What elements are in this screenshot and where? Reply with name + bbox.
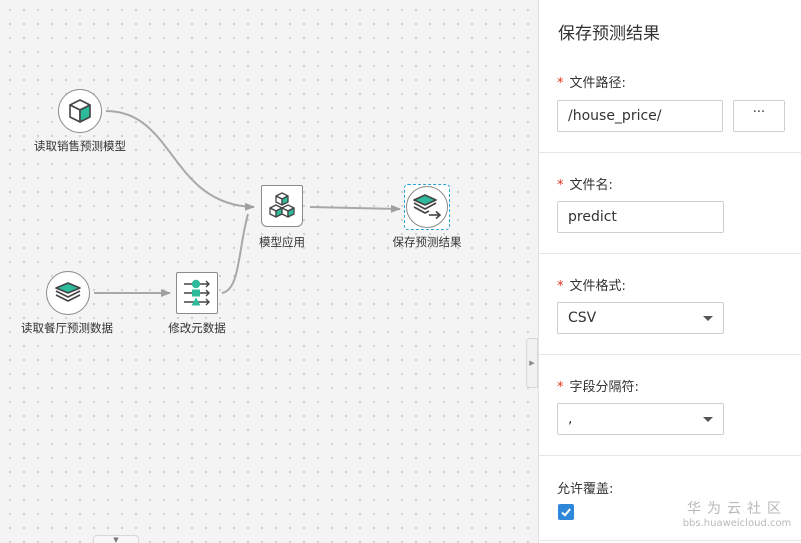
layers-export-icon: [413, 194, 442, 220]
required-mark: *: [557, 76, 564, 91]
node-save-prediction-icon-box[interactable]: [404, 184, 450, 230]
node-read-sales-model-label: 读取销售预测模型: [34, 139, 126, 153]
edge-sales-model-to-model-apply[interactable]: [105, 110, 255, 211]
file-format-select[interactable]: CSV: [557, 302, 724, 334]
check-icon: [561, 508, 571, 517]
cube-icon: [69, 99, 91, 123]
file-format-value: CSV: [568, 310, 597, 326]
bottom-panel-toggle[interactable]: ▼: [93, 535, 139, 543]
cubes-icon: [269, 192, 295, 218]
divider: [539, 455, 801, 456]
watermark-title: 华为云社区: [687, 501, 787, 517]
properties-panel: 保存预测结果 * 文件路径: /house_price/ ··· * 文件名: pr…: [538, 0, 801, 543]
node-modify-metadata-icon-box[interactable]: [176, 272, 218, 314]
node-modify-metadata-label: 修改元数据: [168, 321, 226, 335]
overwrite-checkbox[interactable]: [558, 504, 574, 520]
workflow-canvas[interactable]: 读取销售预测模型 读取餐厅预测数据: [0, 0, 529, 543]
required-mark: *: [557, 279, 564, 294]
delimiter-label: * 字段分隔符:: [557, 376, 639, 395]
delimiter-value: ,: [568, 411, 573, 427]
file-name-label: * 文件名:: [557, 174, 613, 193]
node-model-apply-icon-box[interactable]: [261, 185, 303, 227]
panel-title: 保存预测结果: [558, 24, 660, 44]
divider: [539, 253, 801, 254]
node-model-apply-label: 模型应用: [259, 235, 305, 249]
required-mark: *: [557, 380, 564, 395]
panel-collapse-handle[interactable]: ▶: [526, 338, 538, 388]
edge-model-apply-to-save[interactable]: [309, 204, 401, 213]
node-read-sales-model-icon-box[interactable]: [58, 89, 102, 133]
delimiter-select[interactable]: ,: [557, 403, 724, 435]
file-path-label-text: 文件路径:: [569, 76, 626, 91]
caret-down-icon: ▼: [113, 536, 119, 543]
delimiter-label-text: 字段分隔符:: [569, 380, 639, 395]
caret-right-icon: ▶: [529, 359, 535, 367]
layers-icon: [55, 282, 81, 302]
file-format-label: * 文件格式:: [557, 275, 626, 294]
edge-metadata-to-model-apply[interactable]: [221, 213, 249, 294]
node-read-restaurant-data-label: 读取餐厅预测数据: [21, 321, 113, 335]
file-path-input[interactable]: /house_price/: [557, 100, 723, 132]
metadata-shapes-icon: [184, 279, 210, 306]
file-format-label-text: 文件格式:: [569, 279, 626, 294]
file-name-input[interactable]: predict: [557, 201, 724, 233]
divider: [539, 152, 801, 153]
watermark: 华为云社区 bbs.huaweicloud.com: [675, 501, 799, 531]
divider: [539, 540, 801, 541]
node-save-prediction-circle: [406, 186, 448, 228]
watermark-subtitle: bbs.huaweicloud.com: [682, 518, 792, 529]
overwrite-label: 允许覆盖:: [557, 482, 614, 497]
node-save-prediction-label: 保存预测结果: [392, 235, 462, 249]
workflow-edges: [94, 110, 401, 297]
chevron-down-icon: [703, 316, 713, 321]
required-mark: *: [557, 178, 564, 193]
browse-path-button[interactable]: ···: [733, 100, 785, 132]
file-name-label-text: 文件名:: [569, 178, 613, 193]
file-path-label: * 文件路径:: [557, 72, 626, 91]
chevron-down-icon: [703, 417, 713, 422]
node-read-restaurant-data-icon-box[interactable]: [46, 271, 90, 315]
divider: [539, 354, 801, 355]
